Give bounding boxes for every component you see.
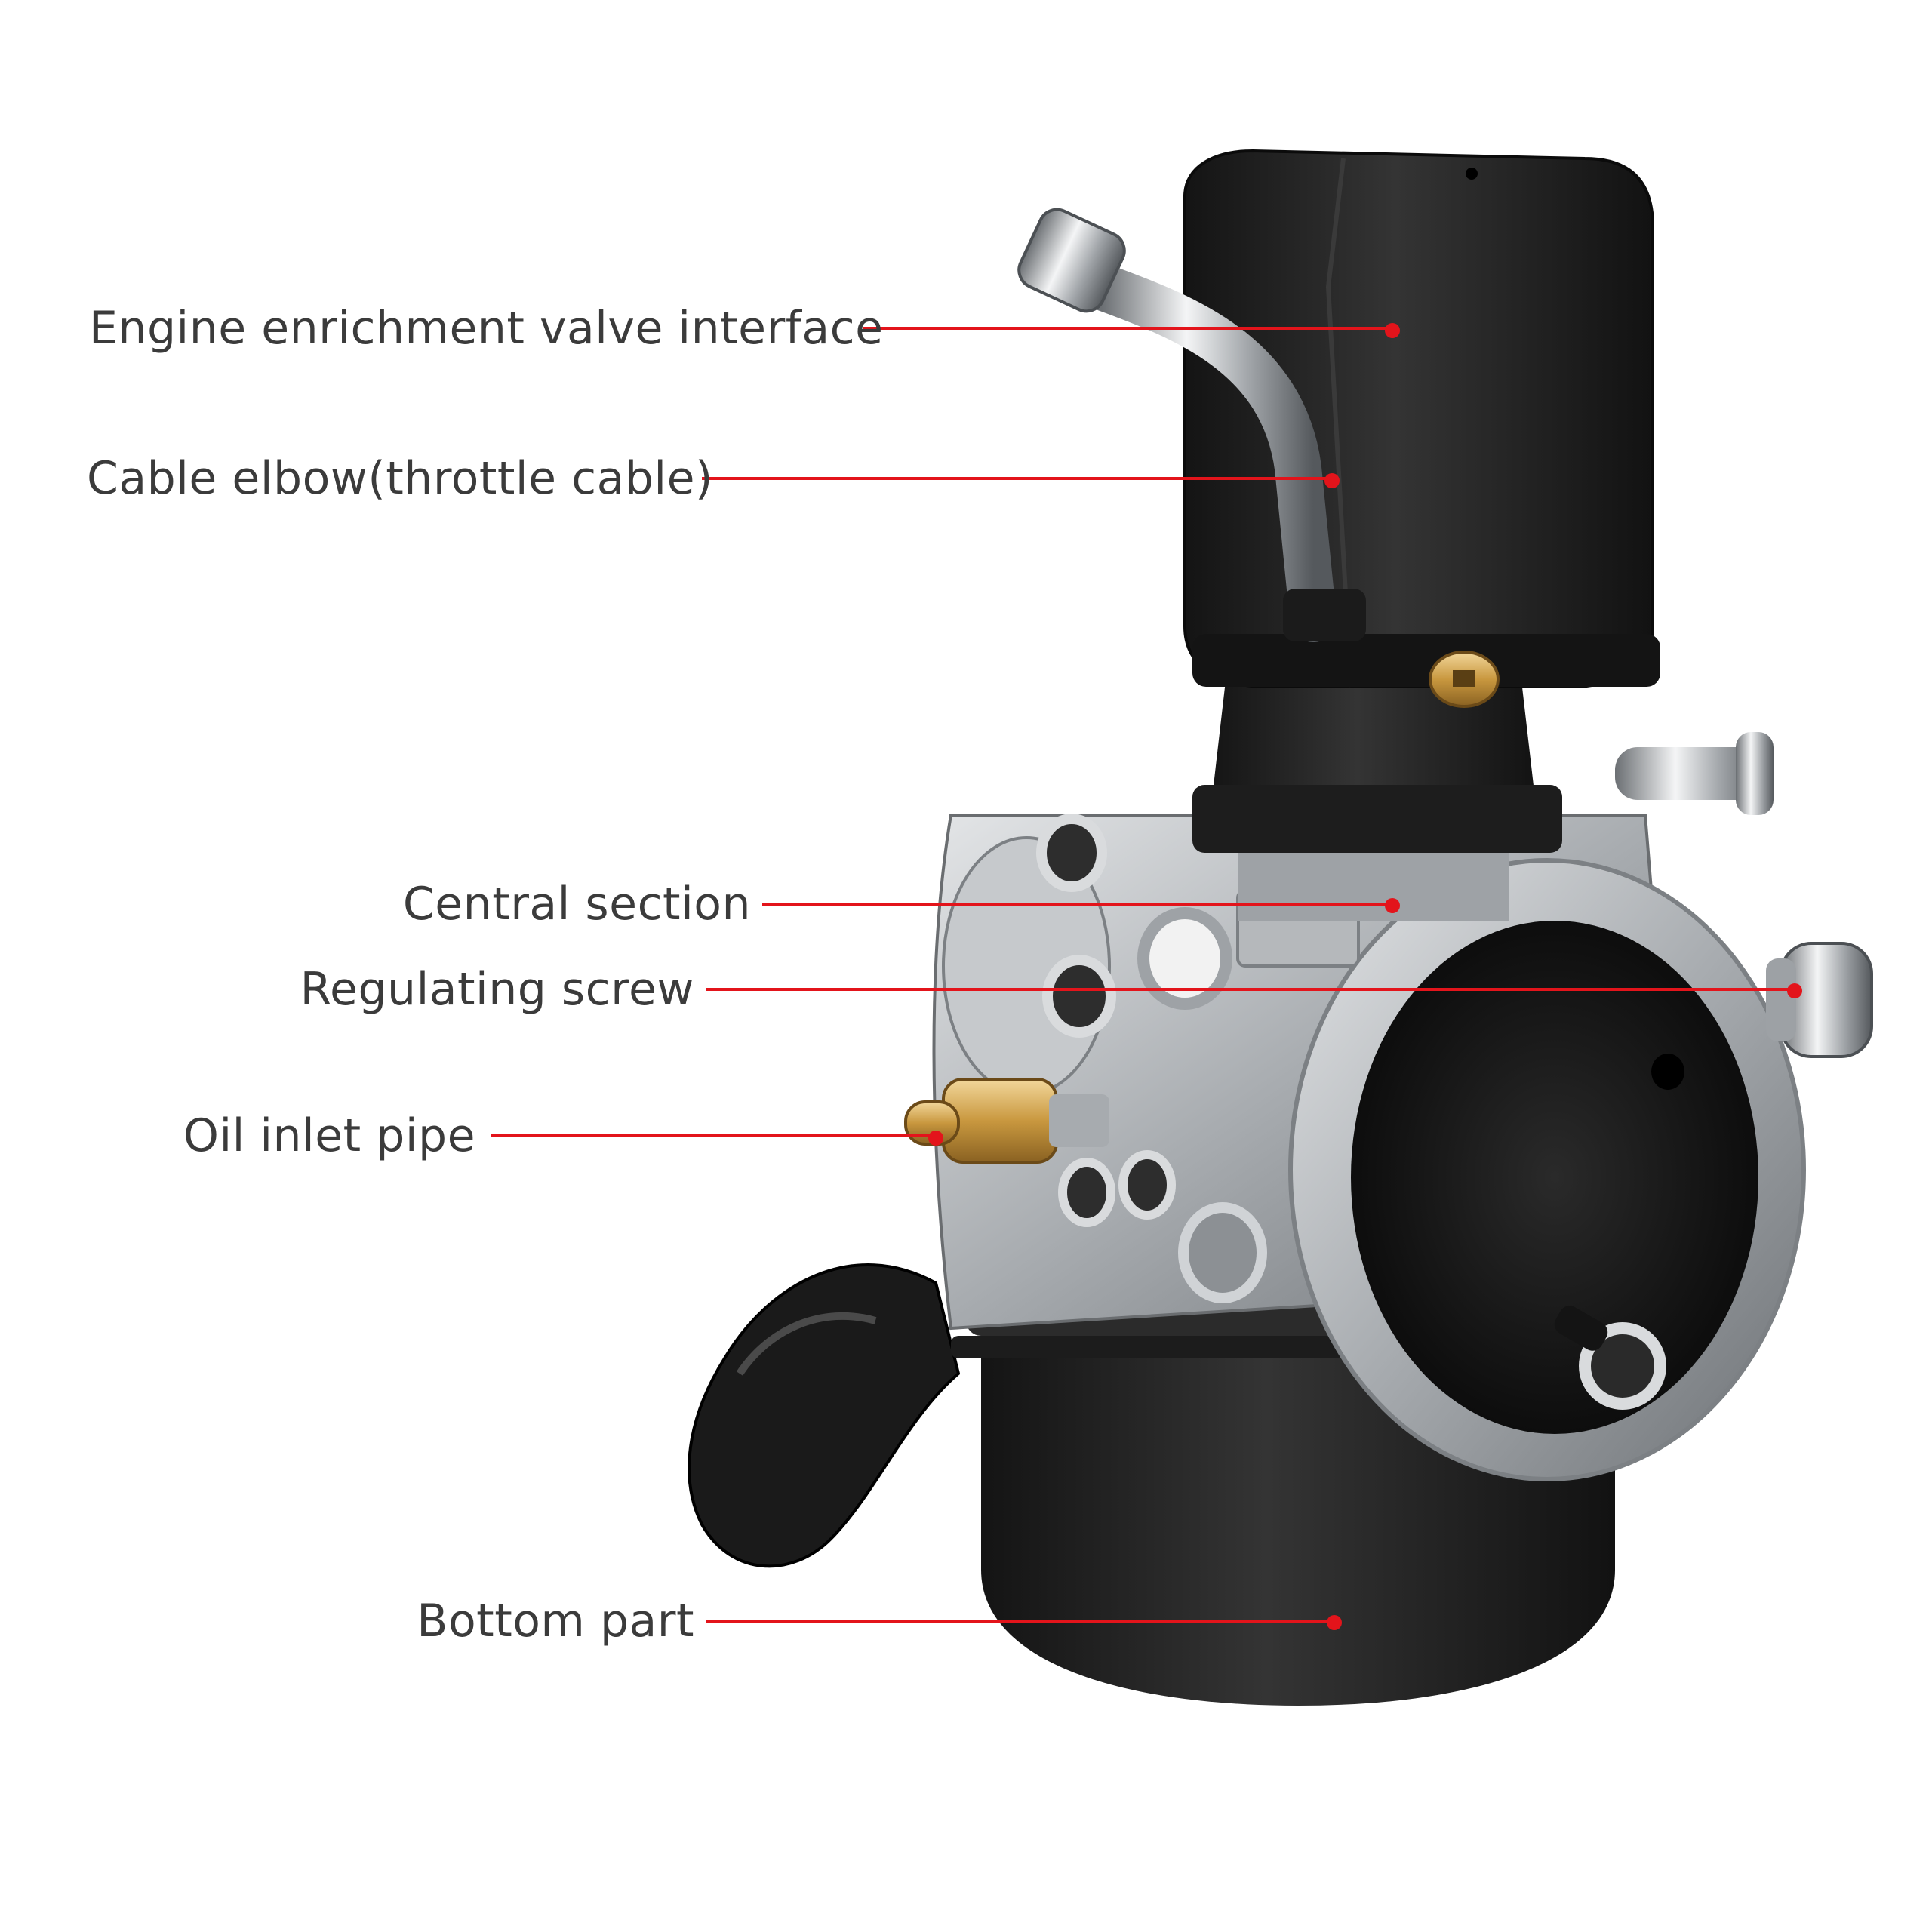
- label-bottom-part: Bottom part: [417, 1595, 694, 1647]
- leader-dot-oil-inlet-pipe: [928, 1131, 943, 1146]
- label-cable-elbow: Cable elbow(throttle cable): [87, 452, 713, 505]
- label-oil-inlet-pipe: Oil inlet pipe: [183, 1109, 475, 1162]
- rubber-hose: [688, 1263, 961, 1568]
- leader-dot-cable-elbow: [1324, 473, 1340, 488]
- cable-elbow-tube: [1078, 263, 1337, 642]
- leader-dot-central-section: [1385, 898, 1400, 913]
- leader-dots: [928, 323, 1802, 1630]
- label-regulating-screw: Regulating screw: [300, 963, 694, 1016]
- valve-housing: [1183, 149, 1654, 688]
- leader-lines: [491, 327, 1792, 1623]
- leader-dot-bottom-part: [1327, 1615, 1342, 1630]
- label-engine-enrichment-valve-interface: Engine enrichment valve interface: [89, 302, 884, 355]
- label-central-section: Central section: [402, 878, 751, 931]
- leader-dot-engine-enrichment: [1385, 323, 1400, 338]
- leader-dot-regulating-screw: [1787, 983, 1802, 998]
- oil-inlet-fitting: [942, 1078, 1058, 1164]
